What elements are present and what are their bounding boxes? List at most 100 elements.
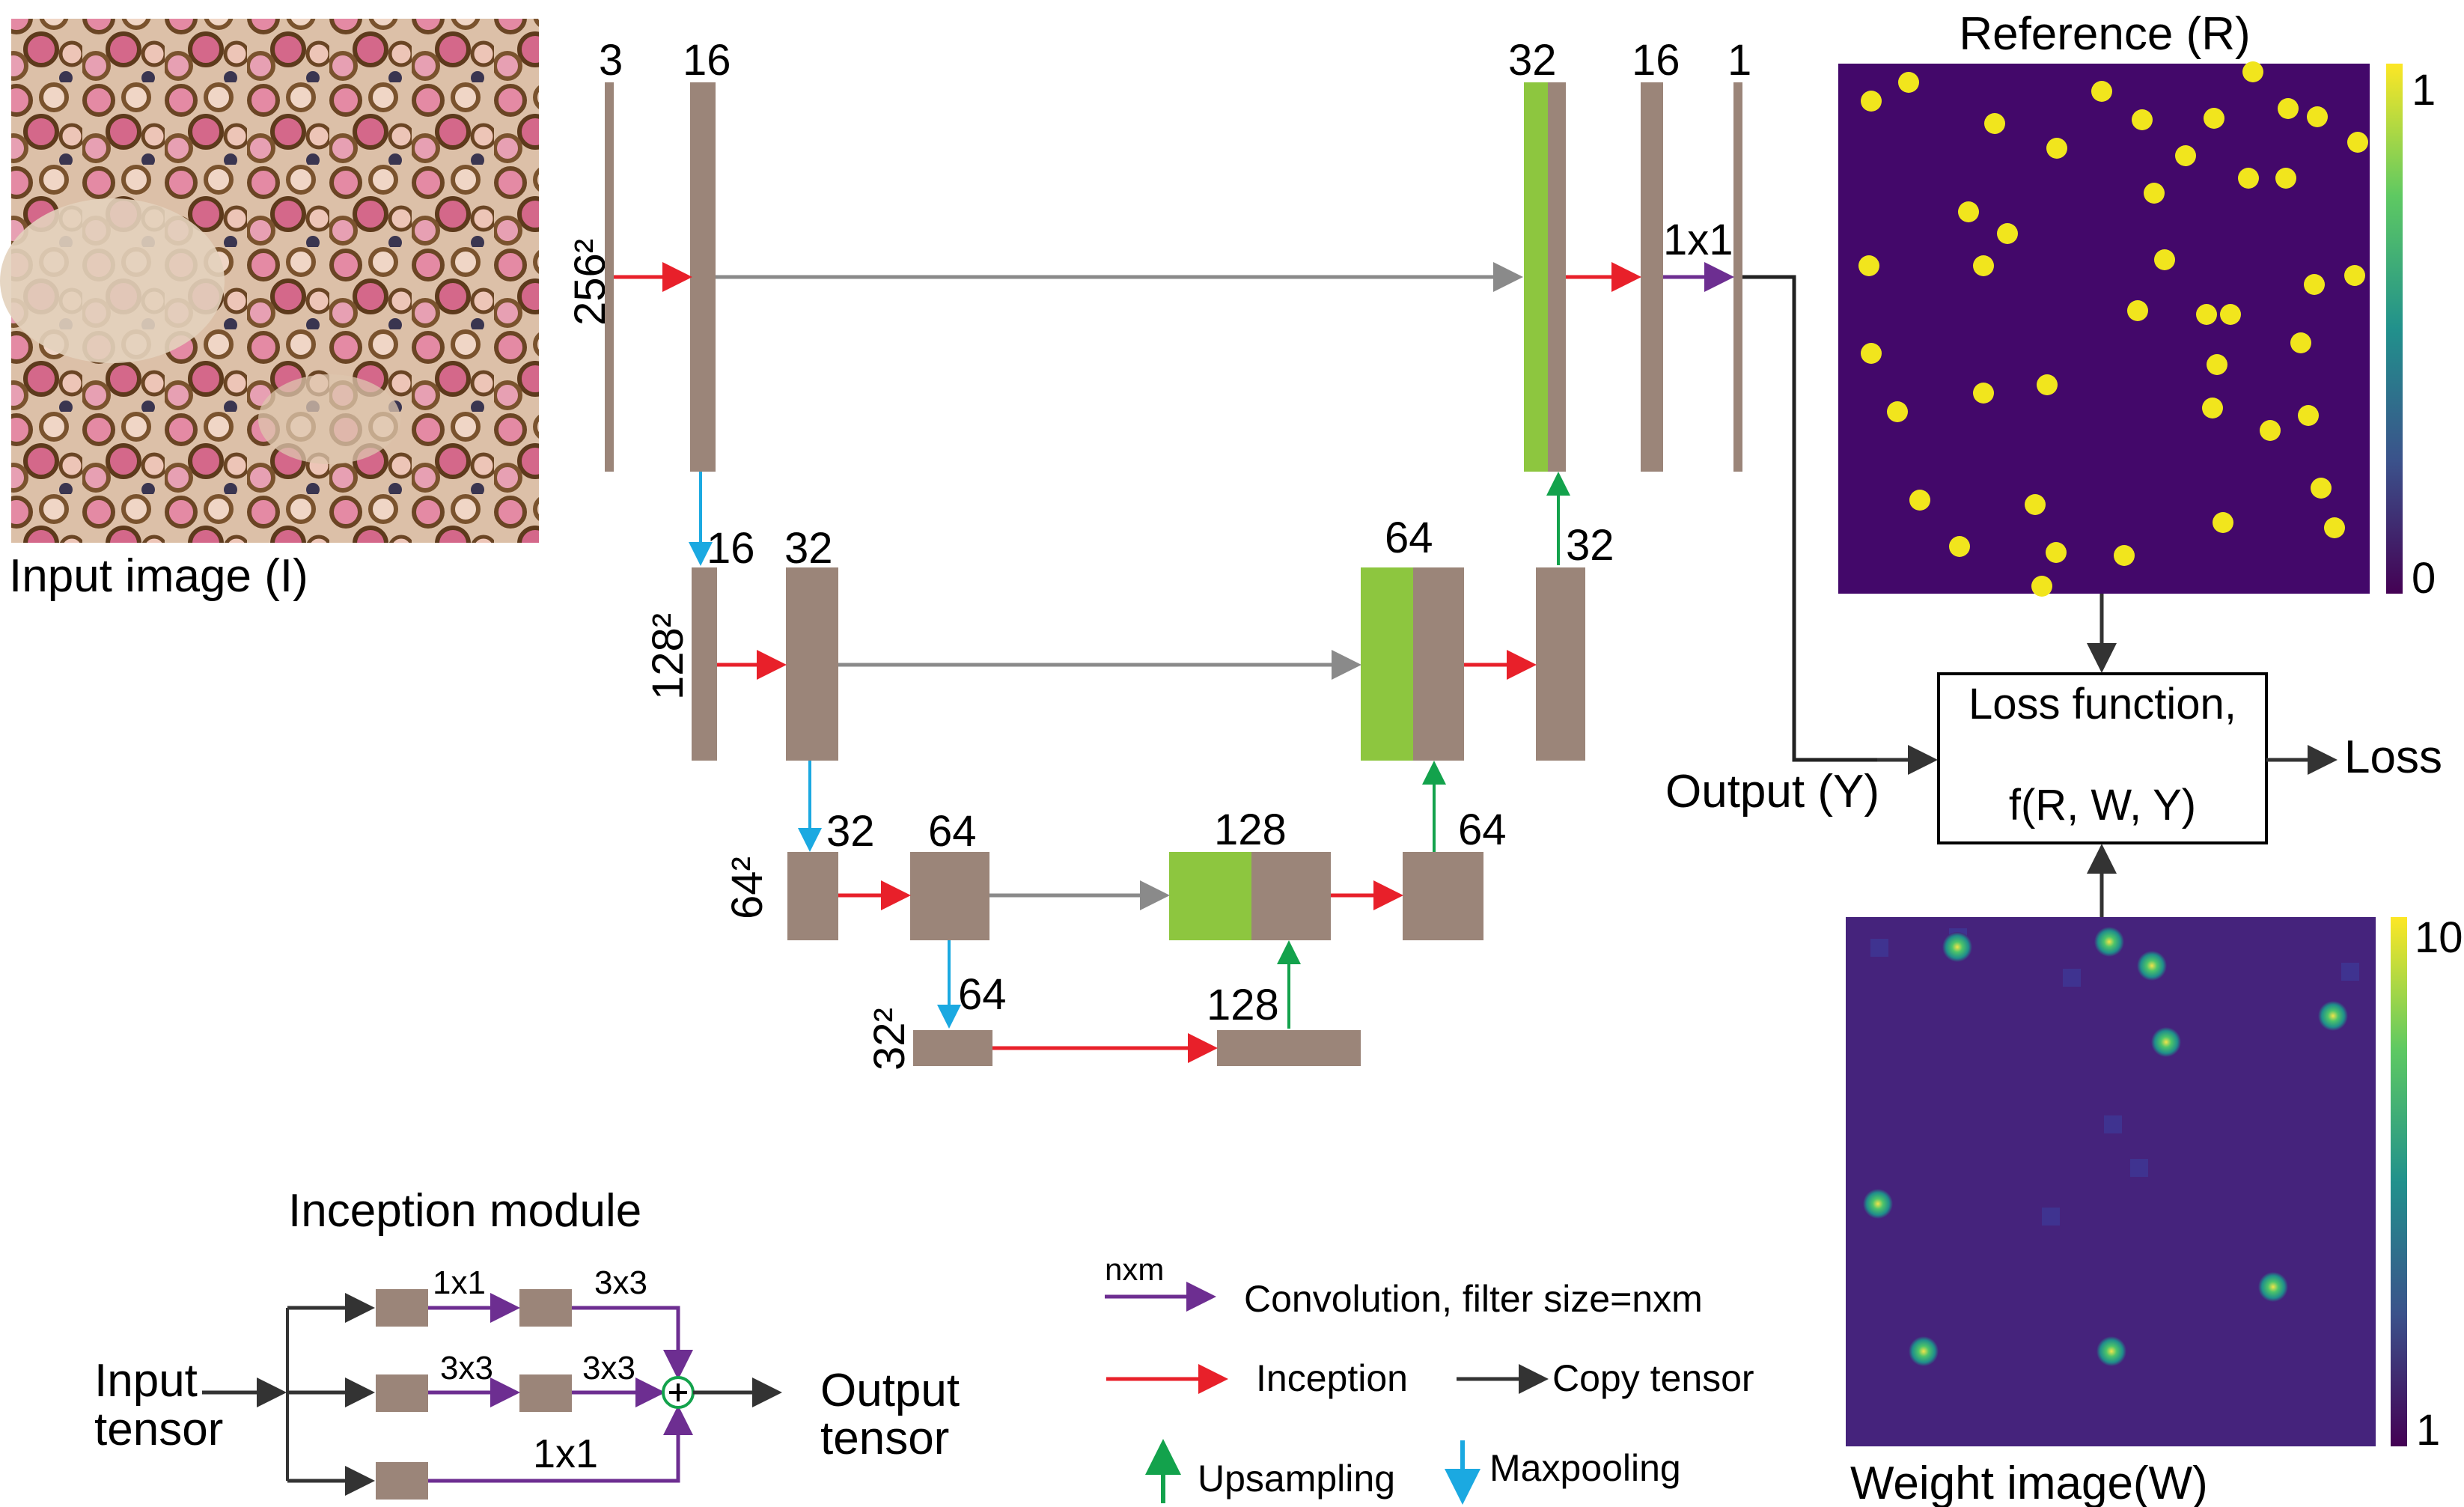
- legend-upsampling-label: Upsampling: [1198, 1458, 1395, 1500]
- input-image-caption: Input image (I): [9, 550, 308, 602]
- reference-dot: [2220, 304, 2241, 325]
- reference-colorbar: [2386, 64, 2403, 594]
- level4-ch-in: 64: [958, 970, 1007, 1019]
- weight-blobs: [1863, 927, 2348, 1366]
- inception-row1-block-a: [376, 1289, 428, 1327]
- reference-dot: [2304, 274, 2325, 295]
- reference-colorbar-min: 0: [2412, 554, 2436, 603]
- weight-blob: [2318, 1001, 2348, 1031]
- level1-block-a: [690, 82, 716, 472]
- reference-dot: [2046, 542, 2067, 563]
- reference-dot: [1997, 223, 2018, 244]
- level2-ch-concat: 64: [1385, 514, 1433, 562]
- level3-ch-a: 64: [928, 807, 977, 856]
- weight-blob: [2137, 951, 2167, 981]
- input-image-stroma: [258, 374, 400, 464]
- weight-blob: [2151, 1027, 2181, 1057]
- level2-input-block: [692, 567, 717, 761]
- reference-dot: [2213, 512, 2233, 533]
- reference-dot: [2344, 265, 2365, 286]
- loss-function-box: [1937, 672, 2268, 844]
- weight-blob: [1863, 1189, 1893, 1219]
- level1-ch-concat: 32: [1508, 36, 1557, 85]
- reference-dot: [2324, 517, 2345, 538]
- legend-conv-label: Convolution, filter size=nxm: [1244, 1278, 1703, 1320]
- inception-row3-path: [428, 1424, 680, 1483]
- reference-dots: [1858, 61, 2368, 597]
- level2-ch-in: 16: [707, 524, 755, 573]
- reference-dot: [1973, 255, 1994, 276]
- inception-row1-a-label: 1x1: [433, 1264, 486, 1301]
- loss-function-line1: Loss function,: [1969, 680, 2236, 728]
- reference-dot: [2091, 81, 2112, 102]
- legend-inception-label: Inception: [1256, 1357, 1408, 1399]
- level1-output-block: [1733, 82, 1742, 472]
- reference-dot: [2175, 145, 2196, 166]
- level2-resolution: 128²: [644, 613, 692, 700]
- inception-row3-block: [376, 1462, 428, 1500]
- reference-dot: [2275, 168, 2296, 189]
- level2-concat-brown: [1413, 567, 1464, 761]
- reference-dot: [2046, 138, 2067, 159]
- reference-dot: [2298, 405, 2319, 426]
- weight-blob: [2094, 927, 2124, 957]
- weight-square: [2104, 1115, 2122, 1133]
- level2-ch-a: 32: [784, 524, 833, 573]
- reference-dot: [2242, 61, 2263, 82]
- level4-input-block: [913, 1030, 992, 1066]
- reference-dot: [2311, 478, 2332, 499]
- inception-output-line1: Output: [820, 1365, 960, 1416]
- reference-dot: [2154, 249, 2175, 270]
- reference-colorbar-max: 1: [2412, 66, 2436, 115]
- inception-input-line2: tensor: [94, 1404, 223, 1455]
- level3-block-b: [1403, 852, 1483, 940]
- level1-ch-out: 1: [1727, 36, 1751, 85]
- weight-blob: [2096, 1336, 2126, 1366]
- level1-concat-green: [1524, 82, 1548, 472]
- weight-heatmap: [1846, 917, 2376, 1446]
- reference-dot: [2307, 106, 2328, 127]
- loss-function-line2: f(R, W, Y): [2009, 781, 2196, 829]
- level1-block-b: [1641, 82, 1663, 472]
- reference-dot: [1949, 536, 1970, 557]
- reference-dot: [2144, 183, 2165, 204]
- reference-dot: [1984, 113, 2005, 134]
- reference-dot: [1861, 91, 1882, 112]
- input-image-stroma: [0, 198, 225, 363]
- reference-dot: [2347, 132, 2368, 153]
- reference-dot: [2132, 109, 2153, 130]
- weight-square: [1870, 939, 1888, 957]
- level2-block-b: [1536, 567, 1585, 761]
- output-path: [1742, 275, 1880, 762]
- reference-title: Reference (R): [1959, 8, 2250, 60]
- level1-concat-brown: [1548, 82, 1566, 472]
- weight-square: [2130, 1159, 2148, 1177]
- inception-row2-a-label: 3x3: [440, 1350, 493, 1386]
- reference-dot: [2278, 98, 2299, 119]
- inception-row1-block-b: [519, 1289, 572, 1327]
- level2-ch-b: 32: [1566, 521, 1614, 570]
- reference-dot: [2196, 304, 2217, 325]
- inception-row2-block-b: [519, 1374, 572, 1412]
- weight-blob: [1909, 1336, 1939, 1366]
- inception-row1-b-label: 3x3: [594, 1264, 647, 1301]
- reference-dot: [2127, 300, 2148, 321]
- level3-resolution: 64²: [723, 856, 772, 919]
- level1-ch-in: 3: [599, 36, 623, 85]
- reference-dot: [2290, 332, 2311, 353]
- reference-dot: [2114, 545, 2135, 566]
- weight-blob: [1942, 932, 1972, 962]
- level3-concat-green: [1169, 852, 1251, 940]
- weight-colorbar-max: 10: [2415, 913, 2463, 962]
- level4-block-b: [1217, 1030, 1361, 1066]
- inception-input-line1: Input: [94, 1355, 198, 1407]
- inception-module-title: Inception module: [288, 1185, 641, 1237]
- level4-ch-b: 128: [1207, 981, 1279, 1029]
- weight-caption: Weight image(W): [1850, 1458, 2208, 1507]
- reference-dot: [1898, 72, 1919, 93]
- weight-square: [2341, 963, 2359, 981]
- reference-dot: [1887, 401, 1908, 422]
- reference-dot: [1861, 343, 1882, 364]
- reference-dot: [1858, 255, 1879, 276]
